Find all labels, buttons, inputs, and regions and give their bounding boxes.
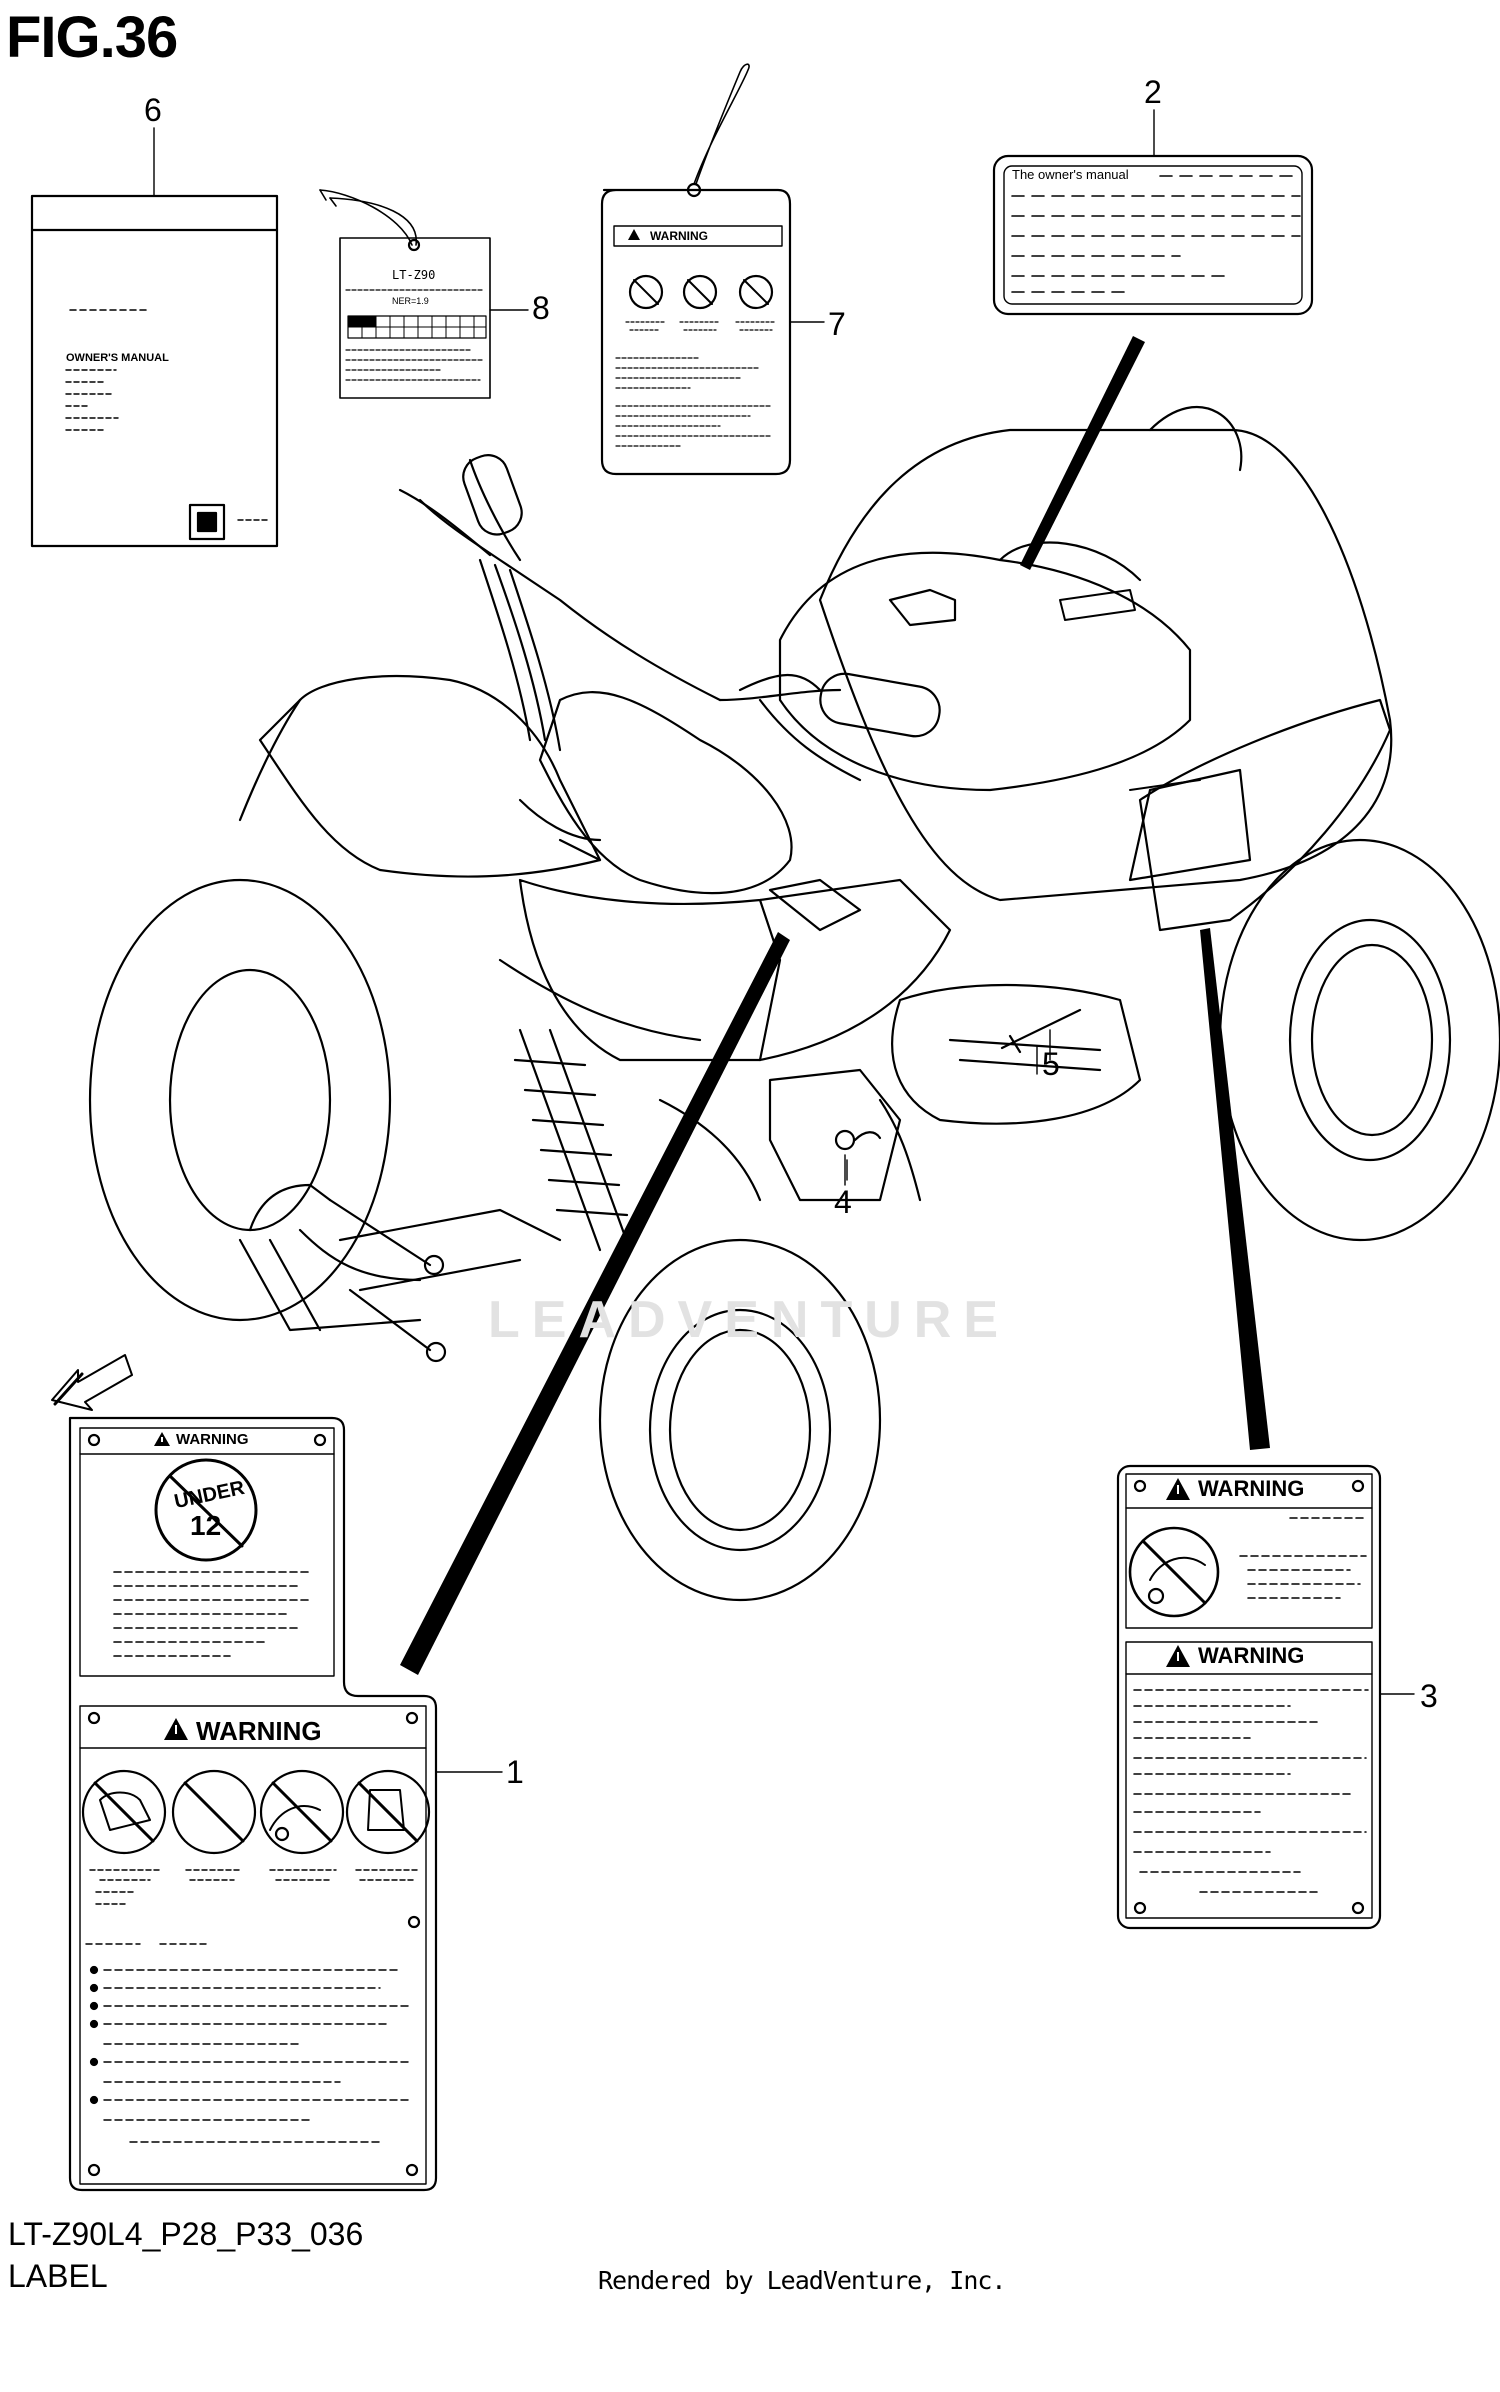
- owners-manual-cover: [30, 127, 279, 548]
- atv-illustration: [88, 406, 1500, 1602]
- part-name: LABEL: [8, 2258, 108, 2294]
- label-3-bottom-heading: WARNING: [1198, 1643, 1305, 1668]
- tag-model-ratio: NER=1.9: [392, 296, 429, 306]
- callout-7: 7: [828, 306, 846, 342]
- callout-5: 5: [1042, 1046, 1060, 1082]
- owners-manual-decal: [992, 109, 1314, 316]
- manual-decal-text: The owner's manual: [1012, 167, 1129, 182]
- callout-8: 8: [532, 290, 550, 326]
- label-1-age-number: 12: [190, 1510, 222, 1541]
- fwd-arrow-icon: [51, 1354, 133, 1411]
- manual-cover-title: OWNER'S MANUAL: [66, 352, 169, 364]
- warning-label-right: [1116, 1464, 1415, 1930]
- watermark: LEADVENTURE: [488, 1291, 1011, 1349]
- callout-6: 6: [144, 92, 162, 128]
- part-4-washer: [834, 1129, 856, 1151]
- label-3-top-heading: WARNING: [1198, 1476, 1305, 1501]
- callout-3: 3: [1420, 1678, 1438, 1714]
- label-1-top-heading: WARNING: [176, 1431, 249, 1448]
- callout-1: 1: [506, 1754, 524, 1790]
- pointer-label-3: [1200, 928, 1270, 1450]
- part-code: LT-Z90L4_P28_P33_036: [8, 2216, 364, 2252]
- part-5-screw: [1000, 1008, 1082, 1054]
- warning-hang-tag: [600, 63, 825, 476]
- figure-title: FIG.36: [6, 5, 178, 70]
- pointer-label-2: [1020, 336, 1145, 570]
- warning-label-large: [68, 1416, 503, 2192]
- tag-warning-heading: WARNING: [650, 229, 708, 243]
- pointer-label-1: [400, 932, 790, 1675]
- callout-2: 2: [1144, 74, 1162, 110]
- label-1-main-heading: WARNING: [196, 1716, 322, 1746]
- callout-4: 4: [834, 1184, 852, 1220]
- tag-model-name: LT-Z90: [392, 268, 436, 282]
- rendered-by-credit: Rendered by LeadVenture, Inc.: [598, 2266, 1006, 2295]
- model-tag: [319, 189, 529, 399]
